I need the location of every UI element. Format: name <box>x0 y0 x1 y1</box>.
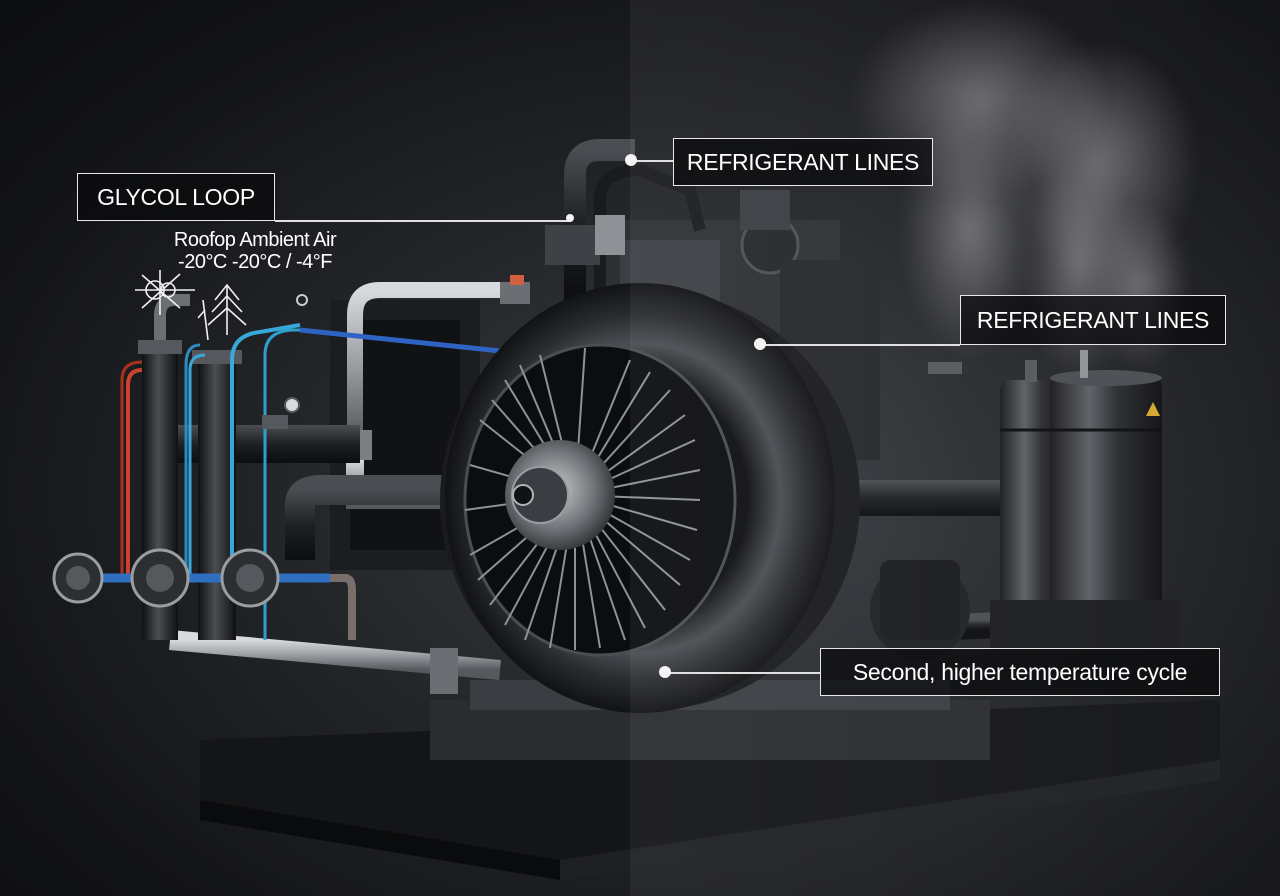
centrifugal-compressor <box>440 283 860 713</box>
ambient-air-title: Roofop Ambient Air <box>173 229 337 251</box>
glycol-loop-label: GLYCOL LOOP <box>77 173 275 221</box>
ambient-air-temperature: -20°C -20°C / -4°F <box>178 251 332 273</box>
base-skid <box>200 680 1220 880</box>
steam-plume <box>1000 40 1200 280</box>
glycol-loop-anchor-dot <box>566 214 574 222</box>
pump-row <box>52 548 356 640</box>
refrigerant-lines-right-anchor-dot <box>754 338 766 350</box>
refrigerant-lines-label-top: REFRIGERANT LINES <box>673 138 933 186</box>
refrigerant-lines-right-leader-line <box>764 344 960 346</box>
refrigerant-lines-top-leader-line <box>636 160 673 162</box>
second-cycle-leader-line <box>670 672 820 674</box>
receiver-tanks <box>990 350 1180 650</box>
refrigerant-lines-label-right: REFRIGERANT LINES <box>960 295 1226 345</box>
refrigerant-lines-top-anchor-dot <box>625 154 637 166</box>
snowflake-icon <box>135 270 195 315</box>
second-cycle-anchor-dot <box>659 666 671 678</box>
pine-tree-icon <box>197 283 247 341</box>
warning-triangle-icon <box>1146 402 1160 416</box>
ambient-air-label: Roofop Ambient Air -20°C -20°C / -4°F <box>160 229 350 273</box>
second-cycle-label: Second, higher temperature cycle <box>820 648 1220 696</box>
glycol-loop-leader-line <box>275 220 570 222</box>
